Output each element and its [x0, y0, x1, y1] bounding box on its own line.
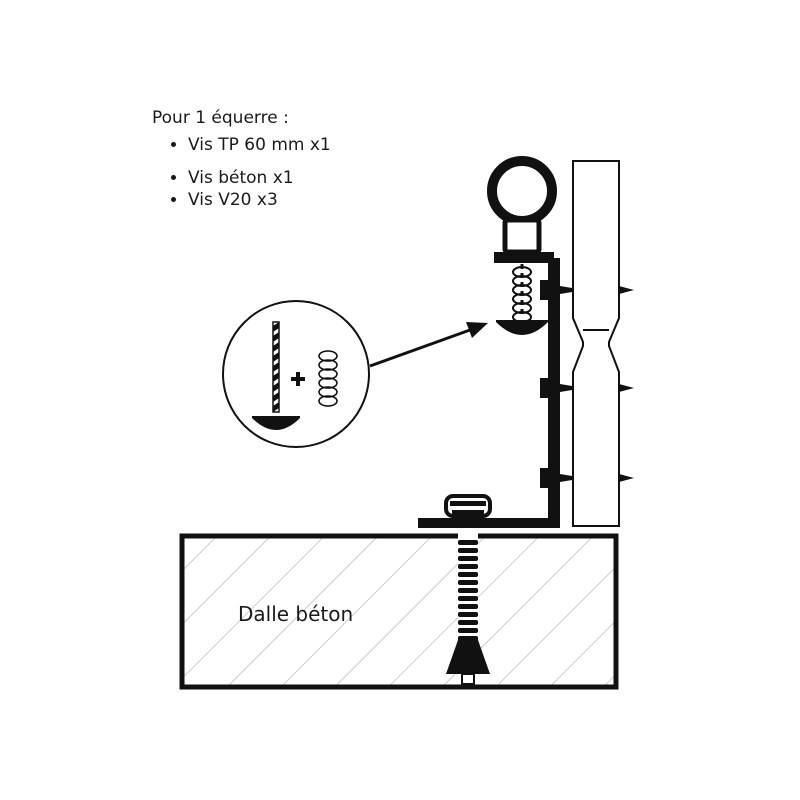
spring-coil: [318, 350, 338, 362]
plus-icon: [291, 372, 305, 386]
callout-screw-thread: [273, 322, 279, 412]
ring-eye: [487, 156, 557, 226]
slab-outline: [179, 533, 619, 690]
anchor-tip: [461, 673, 475, 685]
thread-segment: [458, 556, 478, 561]
thread-segment: [458, 604, 478, 609]
spring-coil: [318, 359, 338, 371]
screw-tip-icon: [619, 286, 634, 294]
thread-segment: [458, 620, 478, 625]
thread-segment: [458, 612, 478, 617]
thread-segment: [458, 548, 478, 553]
screw-head-band: [450, 501, 486, 506]
screw-icon: [540, 468, 572, 488]
thread-segment: [273, 392, 279, 402]
slab-hatching: [182, 536, 616, 687]
legend-title: Pour 1 équerre :: [152, 108, 289, 128]
legend-item-concrete-screw: Vis béton x1: [188, 167, 331, 189]
screw-icon: [540, 280, 572, 300]
thread-segment: [273, 332, 279, 342]
callout-screw-cup: [252, 416, 300, 430]
arrow-line: [369, 328, 471, 368]
thread-segment: [458, 580, 478, 585]
screw-icon: [540, 378, 572, 398]
arrow-head: [466, 322, 488, 338]
thread-segment: [458, 572, 478, 577]
wooden-post: [572, 160, 634, 527]
thread-segment: [458, 636, 478, 641]
arrow-icon: [369, 322, 488, 368]
ring-nut-plate: [494, 252, 554, 263]
ring-neck: [502, 217, 542, 255]
legend-list: Vis TP 60 mm x1 Vis béton x1 Vis V20 x3: [152, 134, 331, 211]
bracket-base-flange: [418, 518, 560, 528]
thread-segment: [273, 352, 279, 362]
spring-coil: [318, 377, 338, 389]
thread-segment: [458, 564, 478, 569]
post-outline: [572, 160, 620, 527]
thread-segment: [273, 322, 279, 332]
ring-nut-icon: [487, 156, 557, 263]
thread-segment: [273, 402, 279, 412]
legend-item-v20-screw: Vis V20 x3: [188, 189, 331, 211]
spring-coil: [318, 395, 338, 407]
spring-icon: [318, 350, 338, 407]
thread-segment: [458, 588, 478, 593]
screw-tip-icon: [619, 384, 634, 392]
spring-coil: [318, 368, 338, 380]
thread-segment: [458, 596, 478, 601]
slab-label: Dalle béton: [238, 602, 353, 626]
concrete-anchor-icon: [446, 528, 490, 685]
parts-legend: Pour 1 équerre : Vis TP 60 mm x1 Vis bét…: [152, 108, 331, 211]
thread-segment: [458, 540, 478, 545]
thread-segment: [273, 382, 279, 392]
callout-detail: [222, 300, 370, 448]
anchor-thread: [458, 540, 478, 641]
screw-tip-icon: [619, 474, 634, 482]
anchor-wedge: [446, 640, 490, 674]
spring-coils: [512, 266, 532, 323]
thread-segment: [273, 342, 279, 352]
spring-coil: [318, 386, 338, 398]
spring-icon: [496, 264, 548, 335]
screw-icon: [252, 321, 300, 430]
thread-segment: [273, 372, 279, 382]
legend-item-tp-screw: Vis TP 60 mm x1: [188, 134, 331, 156]
screw-cup: [496, 320, 548, 335]
angle-bracket: [418, 258, 560, 528]
screw-head-icon: [444, 494, 492, 518]
concrete-slab: Dalle béton: [179, 533, 619, 690]
thread-segment: [273, 362, 279, 372]
thread-segment: [458, 628, 478, 633]
v20-screws: [540, 280, 572, 488]
screw-head-washer: [452, 510, 484, 514]
